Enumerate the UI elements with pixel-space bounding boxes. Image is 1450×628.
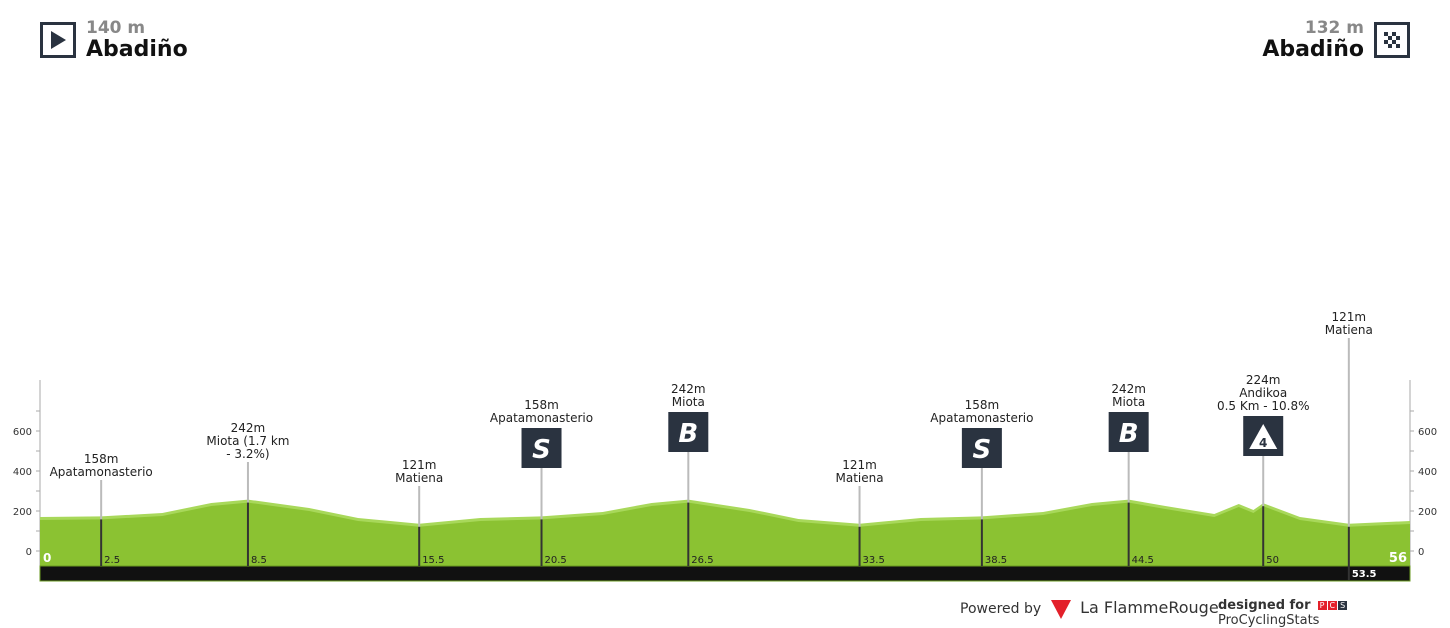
km-label: 2.5 — [104, 555, 120, 566]
start-km-label: 0 — [43, 551, 51, 565]
checker-square — [1388, 44, 1392, 48]
marker-altitude: 224m — [1246, 373, 1281, 387]
km-label: 53.5 — [1352, 569, 1377, 580]
marker-name: Apatamonasterio — [490, 411, 593, 425]
pcs-letter: C — [1327, 601, 1338, 610]
marker-altitude: 242m — [231, 421, 266, 435]
marker-name: Matiena — [1325, 323, 1373, 337]
km-label: 20.5 — [545, 555, 567, 566]
marker-name: Matiena — [836, 471, 884, 485]
bonus-badge-icon — [1108, 412, 1149, 452]
checkered-flag-icon — [1374, 22, 1410, 58]
pcs-letter: S — [1338, 601, 1348, 610]
y-tick-label-left: 0 — [26, 547, 32, 558]
checker-square — [1392, 40, 1396, 44]
checker-square — [1388, 36, 1392, 40]
elevation-profile — [40, 502, 1410, 566]
marker-name: Andikoa — [1239, 386, 1287, 400]
marker-name: Miota — [672, 395, 705, 409]
marker-name: Apatamonasterio — [50, 465, 153, 479]
km-label: 15.5 — [422, 555, 444, 566]
end-km-label: 56 — [1389, 551, 1407, 566]
marker-altitude: 242m — [1111, 382, 1146, 396]
start-town: Abadiño — [86, 37, 188, 62]
y-tick-label-left: 400 — [13, 467, 32, 478]
marker-altitude: 242m — [671, 382, 706, 396]
marker-name: Miota — [1112, 395, 1145, 409]
finish-altitude: 132 m — [1304, 18, 1364, 38]
sprint-badge-icon — [521, 428, 562, 468]
badge-letter: B — [1119, 419, 1139, 449]
designed-for: designed for P C S ProCyclingStats — [1218, 598, 1450, 628]
y-tick-label-right: 200 — [1418, 507, 1437, 518]
powered-by: Powered by La FlammeRouge — [960, 598, 1219, 620]
pcs-brand: ProCyclingStats — [1218, 613, 1320, 628]
checker-square — [1392, 32, 1396, 36]
marker-name: - 3.2%) — [226, 447, 269, 461]
checker-square — [1384, 40, 1388, 44]
km-label: 38.5 — [985, 555, 1007, 566]
marker-name: Miota (1.7 km — [206, 434, 289, 448]
powered-by-label: Powered by — [960, 601, 1042, 617]
bonus-badge-icon — [668, 412, 709, 452]
marker-altitude: 158m — [965, 398, 1000, 412]
y-tick-label-right: 600 — [1418, 427, 1437, 438]
pcs-letter: P — [1317, 601, 1327, 610]
badge-letter: S — [532, 435, 551, 465]
pcs-logo-icon: P C S — [1317, 601, 1348, 610]
climb-category: 4 — [1259, 436, 1267, 450]
marker-altitude: 158m — [84, 452, 119, 466]
km-label: 44.5 — [1132, 555, 1154, 566]
start-altitude: 140 m — [86, 18, 146, 38]
marker-altitude: 158m — [524, 398, 559, 412]
designed-for-label: designed for — [1218, 598, 1311, 613]
y-tick-label-right: 400 — [1418, 467, 1437, 478]
km-label: 26.5 — [691, 555, 713, 566]
km-label: 33.5 — [863, 555, 885, 566]
sprint-badge-icon — [961, 428, 1002, 468]
flamme-rouge-logo-icon — [1050, 600, 1071, 619]
marker-altitude: 121m — [1332, 310, 1367, 324]
y-tick-label-left: 200 — [13, 507, 32, 518]
km-label: 50 — [1266, 555, 1279, 566]
marker-altitude: 121m — [402, 458, 437, 472]
badge-letter: B — [678, 419, 698, 449]
marker-name: Apatamonasterio — [930, 411, 1033, 425]
marker-name: 0.5 Km - 10.8% — [1217, 399, 1310, 413]
badge-letter: S — [973, 435, 992, 465]
checker-square — [1396, 44, 1400, 48]
marker-altitude: 121m — [842, 458, 877, 472]
km-label: 8.5 — [251, 555, 267, 566]
y-tick-label-left: 600 — [13, 427, 32, 438]
distance-bar — [39, 565, 1411, 582]
checker-square — [1384, 32, 1388, 36]
marker-name: Matiena — [395, 471, 443, 485]
flamme-rouge-brand: La FlammeRouge — [1080, 598, 1219, 617]
checker-square — [1396, 36, 1400, 40]
finish-town: Abadiño — [1262, 37, 1364, 62]
mountain-icon — [1249, 424, 1278, 449]
play-icon — [40, 22, 76, 58]
y-tick-label-right: 0 — [1418, 547, 1424, 558]
